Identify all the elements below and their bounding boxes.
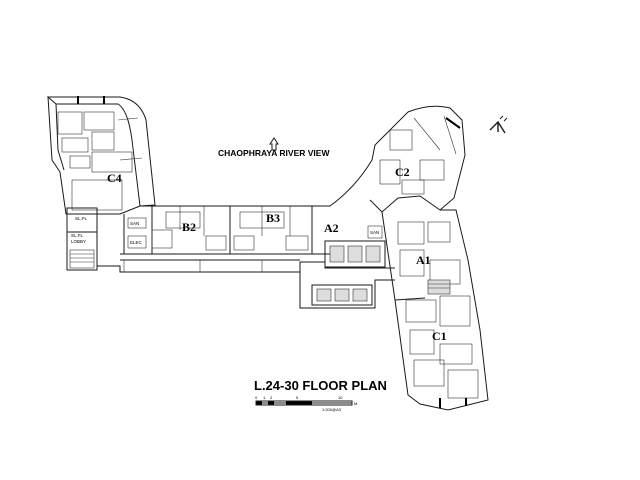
unit-label-c1: C1 — [432, 329, 447, 343]
unit-label-a2: A2 — [324, 221, 339, 235]
river-view-label: CHAOPHRAYA RIVER VIEW — [218, 148, 330, 158]
scale-tick-2: 2 — [270, 395, 273, 400]
view-arrow-icon — [269, 137, 279, 151]
unit-label-c2: C2 — [395, 165, 410, 179]
scale-tick-5: 5 — [296, 395, 299, 400]
wing-c2: C2 — [369, 105, 466, 213]
lift-lobby-core: SL.FL SL.FL LOBBY — [66, 207, 98, 271]
central-wing: SAN ELEC B2 B3 A2 — [97, 159, 395, 273]
river-view-indicator: CHAOPHRAYA RIVER VIEW — [218, 137, 330, 158]
scale-unit: M. — [354, 401, 358, 406]
label-slfl-top: SL.FL — [75, 216, 88, 221]
label-slfl-lobby: SL.FL — [71, 233, 84, 238]
label-san-right: SAN — [370, 230, 379, 235]
unit-label-a1: A1 — [416, 253, 431, 267]
label-san-left: SAN — [130, 221, 139, 226]
unit-label-b3: B3 — [266, 211, 280, 225]
scale-tick-10: 10 — [338, 395, 343, 400]
wing-c4: C4 — [46, 96, 156, 215]
unit-label-b2: B2 — [182, 220, 196, 234]
elevator-cores: SAN — [299, 225, 395, 309]
scale-tick-0: 0 — [255, 395, 258, 400]
floor-plan-title: L.24-30 FLOOR PLAN — [254, 378, 387, 393]
wing-a1-c1: A1 C1 — [381, 209, 489, 411]
unit-label-c4: C4 — [107, 171, 122, 185]
label-elec: ELEC — [130, 240, 143, 245]
scale-bar: 0 1 2 5 10 M. 1:200@A3 — [255, 395, 358, 412]
north-arrow-icon — [489, 115, 508, 134]
scale-tick-1: 1 — [263, 395, 266, 400]
scale-note: 1:200@A3 — [322, 407, 342, 412]
label-lobby: LOBBY — [71, 239, 86, 244]
